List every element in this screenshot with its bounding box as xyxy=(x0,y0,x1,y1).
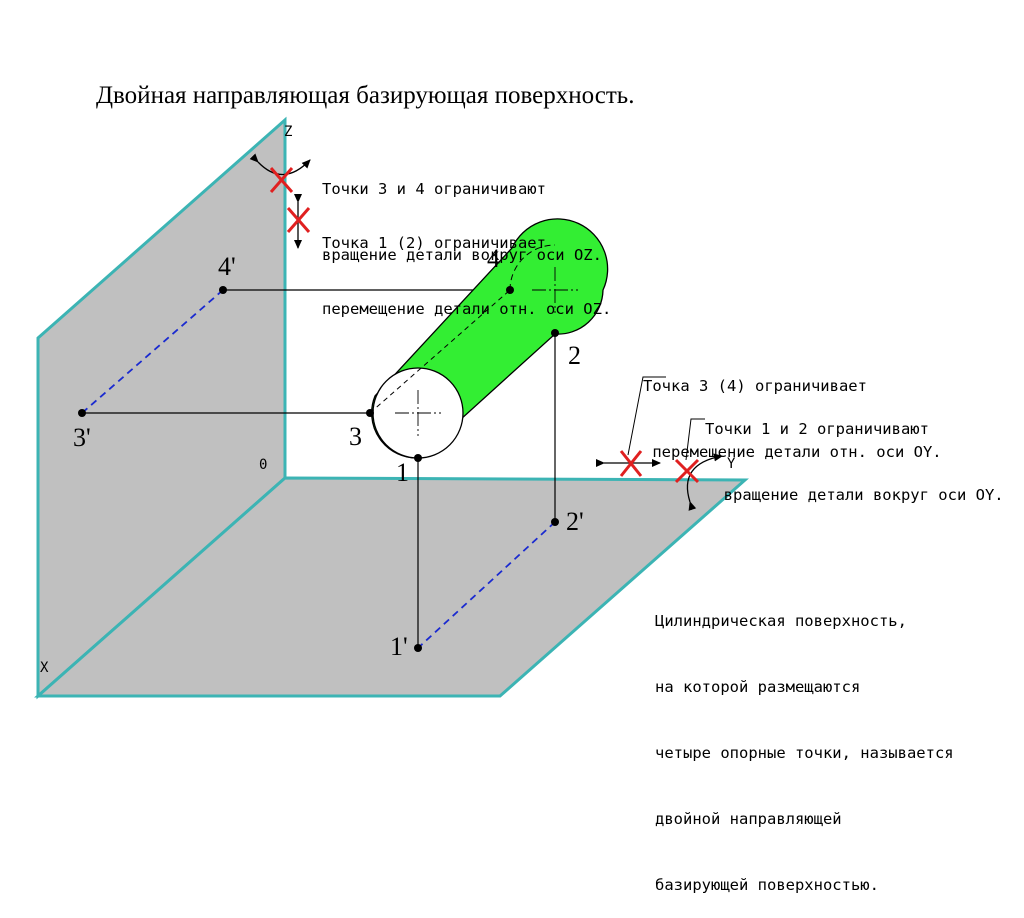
note-line: Цилиндрическая поверхность, xyxy=(655,612,907,630)
point-label-2: 2 xyxy=(568,341,581,370)
axis-label-origin: 0 xyxy=(259,457,268,473)
point-3-dot xyxy=(366,409,374,417)
axis-label-y: Y xyxy=(727,456,736,472)
note-line: на которой размещаются xyxy=(655,678,861,696)
point-label-4-prime: 4' xyxy=(218,252,236,281)
note-line: базирующей поверхностью. xyxy=(655,876,879,894)
y-rotation-constraint-icon xyxy=(674,453,723,511)
note-oz-translation: Точка 1 (2) ограничивает перемещение дет… xyxy=(322,188,611,342)
point-2-dot xyxy=(551,329,559,337)
note-line: Точки 1 и 2 ограничивают xyxy=(705,420,929,438)
point-label-1: 1 xyxy=(396,458,409,487)
cylinder-back-hidden-edge xyxy=(509,244,556,291)
axis-label-x: X xyxy=(40,660,49,676)
point-label-1-prime: 1' xyxy=(390,632,408,661)
note-line: вращение детали вокруг оси OY. xyxy=(705,486,1004,504)
cylinder-axis xyxy=(395,267,578,436)
point-2-prime-dot xyxy=(551,518,559,526)
point-1-prime-dot xyxy=(414,644,422,652)
note-line: Точка 3 (4) ограничивает xyxy=(643,377,867,395)
point-label-2-prime: 2' xyxy=(566,507,584,536)
hidden-lines xyxy=(369,289,511,414)
z-translation-constraint-icon xyxy=(286,194,311,249)
point-3-prime-dot xyxy=(78,409,86,417)
point-label-4: 4 xyxy=(487,244,500,273)
point-label-3: 3 xyxy=(349,422,362,451)
diagram-title: Двойная направляющая базирующая поверхно… xyxy=(96,82,635,109)
note-line: Точки 3 и 4 ограничивают xyxy=(322,180,546,198)
diagram-canvas xyxy=(34,116,749,700)
horizontal-plane xyxy=(34,476,749,698)
note-oz-rotation: Точки 3 и 4 ограничивают вращение детали… xyxy=(322,134,602,288)
axis-label-z: Z xyxy=(284,124,293,140)
note-oy-rotation: Точки 1 и 2 ограничивают вращение детали… xyxy=(705,374,1004,528)
point-markers xyxy=(78,286,559,652)
point-label-3-prime: 3' xyxy=(73,423,91,452)
z-rotation-constraint-icon xyxy=(249,153,311,193)
point-4-dot xyxy=(506,286,514,294)
note-line: двойной направляющей xyxy=(655,810,842,828)
note-line: Точка 1 (2) ограничивает xyxy=(322,234,546,252)
note-oy-translation: Точка 3 (4) ограничивает перемещение дет… xyxy=(643,331,942,485)
leader-lines xyxy=(627,376,705,461)
y-translation-constraint-icon xyxy=(596,450,661,477)
note-line: перемещение детали отн. оси OY. xyxy=(643,443,942,461)
note-line: вращение детали вокруг оси OZ. xyxy=(322,246,602,264)
point-4-prime-dot xyxy=(219,286,227,294)
note-cylinder-definition: Цилиндрическая поверхность, на которой р… xyxy=(655,566,954,918)
note-line: перемещение детали отн. оси OZ. xyxy=(322,300,612,318)
point-1-dot xyxy=(414,454,422,462)
note-line: четыре опорные точки, называется xyxy=(655,744,954,762)
